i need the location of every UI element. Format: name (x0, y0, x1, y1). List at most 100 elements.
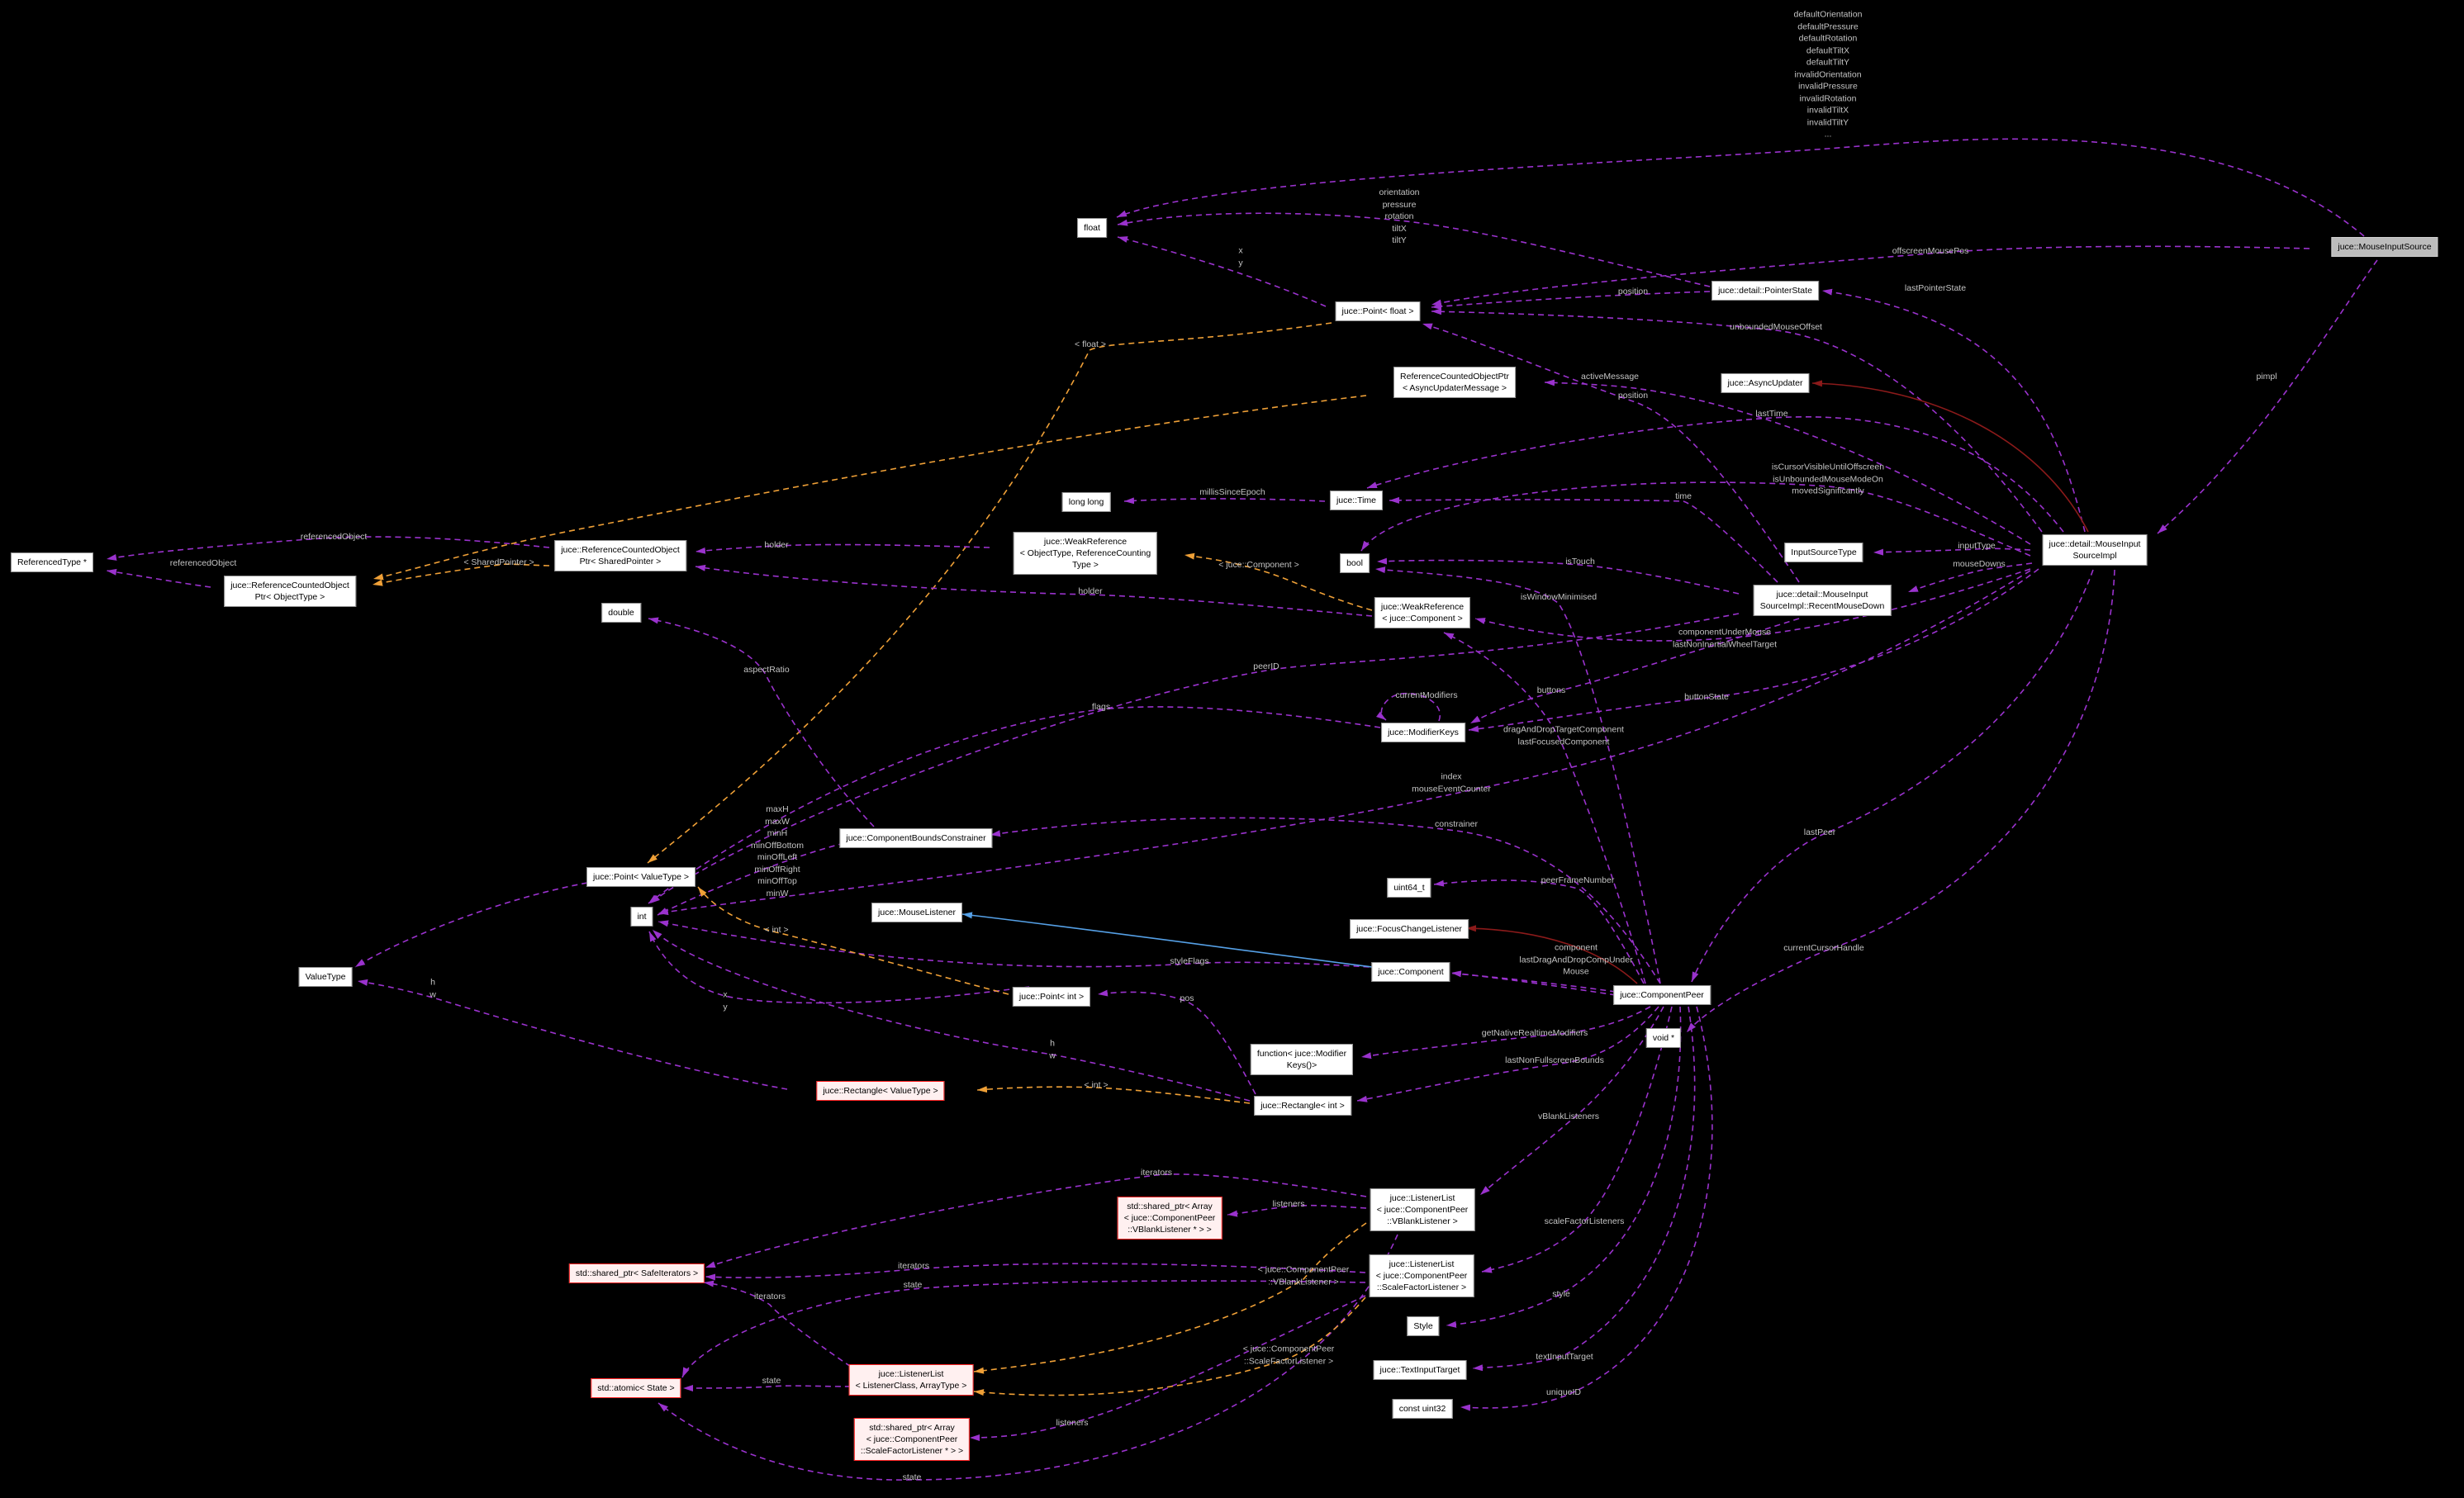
node-async-updater[interactable]: juce::AsyncUpdater (1721, 373, 1810, 393)
node-point-int[interactable]: juce::Point< int > (1012, 987, 1091, 1007)
node-shared-ptr-array-vblank-listener[interactable]: std::shared_ptr< Array < juce::Component… (1117, 1197, 1223, 1240)
edge-label: < juce::Component > (1218, 559, 1299, 570)
node-point-value-type[interactable]: juce::Point< ValueType > (586, 867, 696, 887)
edge (1422, 323, 1800, 583)
node-double[interactable]: double (601, 603, 641, 623)
edge (1360, 1006, 1651, 1060)
node-void-ptr[interactable]: void * (1645, 1028, 1682, 1048)
edge (705, 1173, 1367, 1268)
edge-label: buttons (1536, 685, 1566, 695)
edge-label: constrainer (1435, 818, 1478, 829)
node-time[interactable]: juce::Time (1329, 491, 1384, 510)
edge (372, 563, 550, 586)
edge-label: aspectRatio (743, 664, 790, 675)
edge-label: listeners (1272, 1198, 1305, 1209)
node-listener-list-vblank-listener[interactable]: juce::ListenerList < juce::ComponentPeer… (1370, 1188, 1475, 1231)
edge-label: offscreenMousePos (1892, 245, 1969, 256)
edge-label: iterators (1141, 1167, 1172, 1178)
node-ref-counted-object-ptr-object-type[interactable]: juce::ReferenceCountedObject Ptr< Object… (224, 576, 356, 607)
edge-label: iterators (898, 1260, 929, 1271)
edge-label: getNativeRealtimeModifiers (1481, 1027, 1588, 1038)
edge-label: < SharedPointer > (463, 557, 534, 567)
node-referenced-type[interactable]: ReferencedType * (10, 552, 94, 572)
node-component[interactable]: juce::Component (1371, 962, 1450, 982)
edge-label: pimpl (2256, 371, 2277, 382)
edge (1123, 497, 1326, 505)
edge (1097, 989, 1256, 1095)
node-text-input-target[interactable]: juce::TextInputTarget (1373, 1360, 1467, 1380)
edge-label: x y (723, 989, 728, 1012)
node-listener-list-scale-factor-listener[interactable]: juce::ListenerList < juce::ComponentPeer… (1369, 1254, 1474, 1297)
edge (357, 979, 788, 1090)
edge (648, 617, 875, 827)
edge (1374, 566, 1661, 984)
edge-label: component lastDragAndDropCompUnder Mouse (1519, 942, 1633, 977)
node-float[interactable]: float (1077, 218, 1107, 238)
edge (1544, 379, 2031, 545)
node-rectangle-value-type[interactable]: juce::Rectangle< ValueType > (816, 1081, 945, 1101)
node-shared-ptr-safe-iterators[interactable]: std::shared_ptr< SafeIterators > (568, 1263, 705, 1283)
edge (1356, 1006, 1659, 1102)
edge (648, 931, 1030, 1004)
node-value-type[interactable]: ValueType (298, 967, 353, 987)
edge (697, 886, 1009, 995)
edge-label: iterators (754, 1291, 786, 1301)
edge (658, 570, 2031, 916)
edge-label: < float > (1075, 339, 1106, 349)
edge (1479, 1006, 1664, 1196)
edge (695, 543, 990, 554)
node-ref-counted-object-ptr-async-updater-message[interactable]: ReferenceCountedObjectPtr < AsyncUpdater… (1393, 367, 1516, 398)
node-focus-change-listener[interactable]: juce::FocusChangeListener (1350, 919, 1469, 939)
edge (705, 1263, 1366, 1281)
node-component-bounds-constrainer[interactable]: juce::ComponentBoundsConstrainer (839, 828, 993, 848)
node-shared-ptr-array-scale-factor-listener[interactable]: std::shared_ptr< Array < juce::Component… (853, 1418, 971, 1461)
edge-label: h w (430, 977, 436, 1000)
edge (961, 912, 1373, 968)
node-recent-mouse-down[interactable]: juce::detail::MouseInput SourceImpl::Rec… (1753, 585, 1892, 616)
edge-label: currentModifiers (1395, 690, 1458, 700)
node-function-modifier-keys[interactable]: function< juce::Modifier Keys()> (1250, 1044, 1354, 1075)
node-mouse-input-source[interactable]: juce::MouseInputSource (2331, 237, 2438, 257)
edge (1389, 496, 1778, 583)
node-int[interactable]: int (630, 907, 653, 927)
node-style[interactable]: Style (1407, 1316, 1440, 1336)
node-weak-reference-object-type[interactable]: juce::WeakReference < ObjectType, Refere… (1013, 532, 1158, 575)
edge (1433, 879, 1645, 984)
node-listener-list-template[interactable]: juce::ListenerList < ListenerClass, Arra… (848, 1364, 974, 1396)
node-point-float[interactable]: juce::Point< float > (1335, 301, 1421, 321)
edge (1481, 1006, 1673, 1273)
node-weak-reference-component[interactable]: juce::WeakReference < juce::Component > (1374, 597, 1471, 628)
edge-label: scaleFactorListeners (1544, 1216, 1625, 1226)
edge (1873, 548, 2031, 556)
edge (2157, 259, 2378, 534)
node-input-source-type[interactable]: InputSourceType (1784, 543, 1863, 562)
edge (1446, 1006, 1682, 1328)
edge-label: styleFlags (1170, 955, 1209, 966)
edge (990, 817, 1661, 984)
edge-label: defaultOrientation defaultPressure defau… (1793, 9, 1863, 140)
node-atomic-state[interactable]: std::atomic< State > (591, 1378, 681, 1398)
node-ref-counted-object-ptr-shared-pointer[interactable]: juce::ReferenceCountedObject Ptr< Shared… (554, 540, 686, 571)
edge-label: isTouch (1565, 556, 1595, 566)
node-pointer-state[interactable]: juce::detail::PointerState (1712, 281, 1819, 301)
edge (973, 1222, 1367, 1374)
node-component-peer[interactable]: juce::ComponentPeer (1613, 985, 1711, 1005)
node-rectangle-int[interactable]: juce::Rectangle< int > (1254, 1096, 1351, 1116)
node-const-uint32[interactable]: const uint32 (1392, 1399, 1453, 1419)
edge (1468, 568, 2039, 732)
node-long-long[interactable]: long long (1061, 492, 1111, 512)
edge-label: < juce::ComponentPeer ::VBlankListener > (1257, 1264, 1350, 1287)
edge (682, 1384, 852, 1391)
edge (647, 322, 1332, 864)
edge (1472, 1006, 1696, 1372)
edge-label: state (902, 1472, 922, 1482)
edge-label: holder (1078, 585, 1103, 596)
node-mouse-input-source-impl[interactable]: juce::detail::MouseInput SourceImpl (2042, 534, 2148, 566)
node-uint64-t[interactable]: uint64_t (1387, 878, 1431, 898)
node-bool[interactable]: bool (1340, 553, 1370, 573)
node-modifier-keys[interactable]: juce::ModifierKeys (1381, 723, 1465, 742)
edge (1117, 212, 1711, 287)
node-mouse-listener[interactable]: juce::MouseListener (871, 903, 962, 922)
